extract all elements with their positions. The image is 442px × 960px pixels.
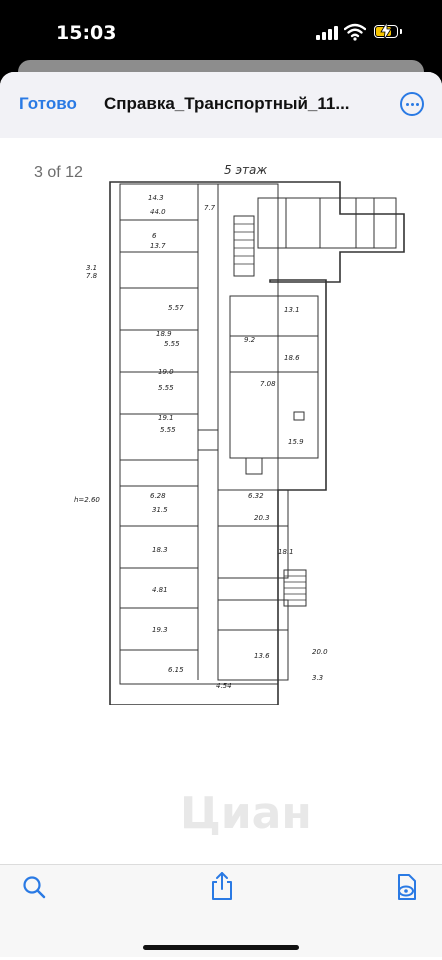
status-bar: 15:03 (0, 0, 442, 66)
plan-label: 14.3 (148, 194, 164, 202)
share-icon[interactable] (210, 871, 234, 901)
plan-label: 4.54 (216, 682, 232, 690)
plan-label: 7.7 (204, 204, 216, 212)
plan-label: 6.15 (168, 666, 184, 674)
plan-label: 5.55 (160, 426, 176, 434)
plan-label: 15.9 (288, 438, 304, 446)
floor-label: 5 этаж (224, 163, 267, 177)
home-indicator[interactable] (143, 945, 299, 950)
plan-label: 13.6 (254, 652, 270, 660)
navigation-bar: Готово Справка_Транспортный_11... (0, 72, 442, 138)
plan-label: 5.57 (168, 304, 184, 312)
document-title: Справка_Транспортный_11... (104, 94, 350, 113)
markup-icon[interactable] (394, 873, 420, 901)
plan-label: 4.81 (152, 586, 168, 594)
plan-label: 18.6 (284, 354, 300, 362)
plan-label: 13.1 (284, 306, 300, 314)
plan-label: 6.28 (150, 492, 166, 500)
plan-label: 20.3 (254, 514, 270, 522)
cellular-signal-icon (316, 26, 338, 40)
plan-label: 7.8 (86, 272, 98, 280)
plan-label: 18.9 (156, 330, 172, 338)
plan-label: 18.3 (152, 546, 168, 554)
document-viewer-sheet: Готово Справка_Транспортный_11... 3 of 1… (0, 72, 442, 960)
plan-label: 6 (152, 232, 157, 240)
plan-label: 9.2 (244, 336, 256, 344)
plan-label: 5.55 (158, 384, 174, 392)
wifi-icon (344, 23, 366, 41)
plan-label: 31.5 (152, 506, 168, 514)
done-button[interactable]: Готово (19, 94, 77, 113)
plan-label: 7.08 (260, 380, 276, 388)
cian-watermark: Циан (180, 788, 312, 839)
plan-label: 19.3 (152, 626, 168, 634)
bottom-toolbar (0, 864, 442, 957)
battery-tip (400, 29, 402, 34)
plan-label: 5.55 (164, 340, 180, 348)
plan-label: 44.0 (150, 208, 166, 216)
plan-label: 20.0 (312, 648, 328, 656)
plan-label: 13.7 (150, 242, 166, 250)
floor-plan-drawing[interactable]: 14.3 44.0 7.7 6 13.7 3.1 7.8 5.57 18.9 5… (58, 160, 408, 705)
charging-bolt-icon (380, 22, 392, 40)
plan-label: 6.32 (248, 492, 264, 500)
search-icon[interactable] (22, 875, 48, 901)
plan-label: 3.1 (86, 264, 97, 272)
plan-label: 18.1 (278, 548, 294, 556)
plan-label: 19.1 (158, 414, 174, 422)
page-counter: 3 of 12 (34, 164, 83, 181)
more-options-icon[interactable] (400, 92, 424, 116)
plan-label: 3.3 (312, 674, 323, 682)
plan-label: 19.0 (158, 368, 174, 376)
document-page[interactable]: 3 of 12 (0, 138, 442, 868)
status-time: 15:03 (56, 22, 117, 44)
svg-text:Циан: Циан (180, 788, 312, 839)
plan-label: h=2.60 (74, 496, 100, 504)
